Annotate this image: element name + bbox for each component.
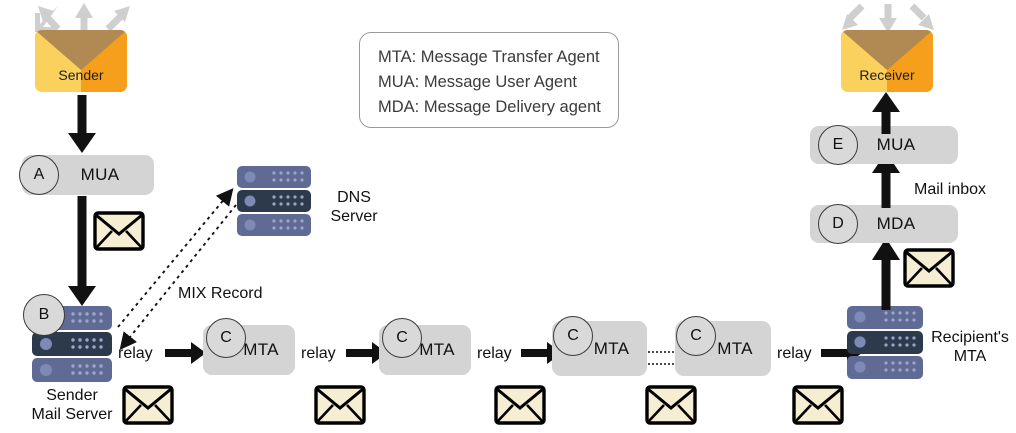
badge-c-3-text: C [567,327,579,344]
badge-c-4-text: C [690,327,702,344]
mail-inbox-label: Mail inbox [914,181,987,198]
badge-b: B [23,294,65,336]
envelope-icon-mta-3 [645,385,697,425]
arrow-mua-to-mailserver [62,196,102,308]
recipient-mda-label: MDA [876,214,916,233]
badge-d: D [818,204,858,244]
relay-label-3: relay [477,345,512,362]
mta-label-1: MTA [243,340,279,359]
badge-b-text: B [38,306,50,323]
recipient-mta-server-icon [847,306,923,379]
envelope-icon-mta-4 [792,385,844,425]
mix-record-label: MIX Record [178,285,263,302]
envelope-icon-recipient-mta [903,248,955,288]
badge-e: E [818,125,858,165]
envelope-icon-mta-1 [314,385,366,425]
badge-c-4: C [676,316,716,356]
receiver-envelope-label: Receiver [859,67,915,83]
legend-line-mta: MTA: Message Transfer Agent [378,48,600,66]
sender-mail-server-label: Sender Mail Server [31,387,113,423]
arrow-sender-to-mua [62,95,102,153]
badge-c-2: C [382,318,422,358]
badge-c-1: C [206,318,246,358]
relay-label-2: relay [301,345,336,362]
outgoing-burst-arrows-icon [35,3,130,32]
recipient-mta-label: Recipient's MTA [931,329,1009,365]
receiver-envelope-icon: Receiver [841,30,933,92]
dns-server-label: DNS Server [330,189,378,225]
badge-e-text: E [832,136,844,153]
badge-a-text: A [33,166,45,183]
relay-label-4: relay [777,345,812,362]
sender-mua-label: MUA [80,165,120,184]
legend-line-mua: MUA: Message User Agent [378,73,577,91]
sender-envelope-label: Sender [58,67,104,83]
mta-ellipsis-dotline-top [648,351,674,353]
mta-label-3: MTA [593,338,630,358]
arrow-recipient-mta-to-mda [866,238,906,310]
badge-c-2-text: C [396,329,408,346]
mta-box-4[interactable]: MTA [675,321,771,376]
arrow-relay-1 [165,342,207,364]
dns-server-icon [237,166,311,236]
badge-d-text: D [832,215,844,232]
badge-a: A [19,155,59,195]
dns-query-dotted-arrows-icon [117,188,237,350]
relay-label-1: relay [118,345,153,362]
badge-c-3: C [553,316,593,356]
mta-label-4: MTA [717,338,753,358]
mta-label-2: MTA [419,340,455,359]
envelope-icon-sender-mua [93,211,145,251]
envelope-icon-mailserver [122,385,174,425]
recipient-mua-label: MUA [876,135,916,154]
incoming-burst-arrows-icon [842,3,934,33]
envelope-icon-mta-2 [494,385,546,425]
badge-c-1-text: C [220,329,232,346]
legend-box: MTA: Message Transfer Agent MUA: Message… [359,32,619,128]
mta-ellipsis-dotline-bottom [648,363,674,365]
legend-line-mda: MDA: Message Delivery agent [378,98,601,116]
arrow-mua-to-receiver [866,92,906,134]
sender-envelope-icon: Sender [35,30,127,92]
